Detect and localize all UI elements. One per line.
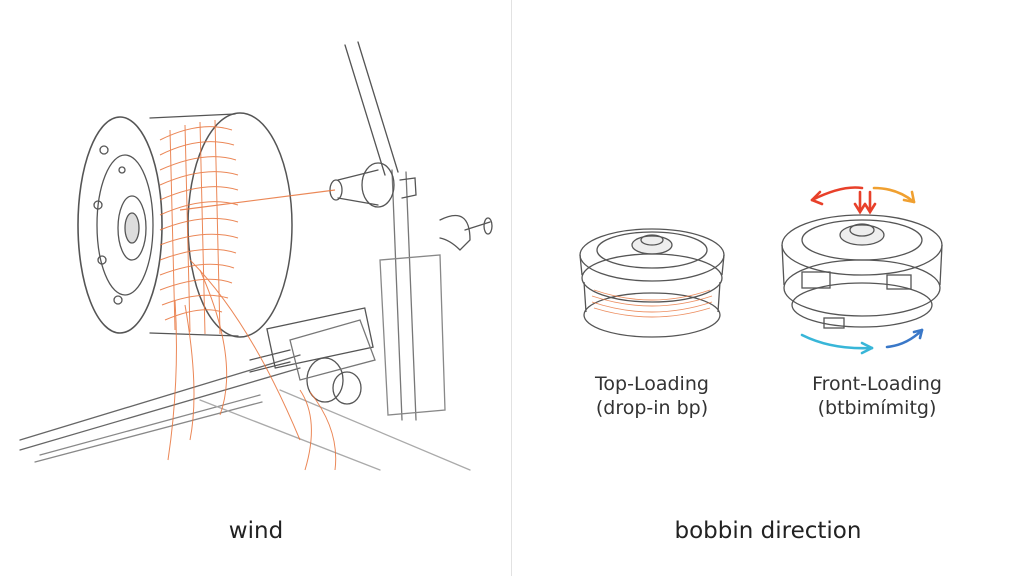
panel-divider xyxy=(511,0,512,576)
front-loading-label: Front-Loading (btbimímitg) xyxy=(792,372,962,420)
bobbin-winder-sketch xyxy=(19,41,493,471)
bobbin-direction-caption: bobbin direction xyxy=(674,518,862,544)
front-loading-bobbin-icon xyxy=(781,214,943,329)
winding-caption: wind xyxy=(228,518,284,544)
arrow-blue-icon xyxy=(885,328,924,349)
bobbin-types-sketch xyxy=(579,186,943,355)
front-loading-subtitle: (btbimímitg) xyxy=(817,397,937,419)
arrow-orange-icon xyxy=(872,186,916,204)
arrow-red-icon xyxy=(810,186,864,202)
top-loading-bobbin-icon xyxy=(579,228,725,338)
front-loading-title: Front-Loading xyxy=(812,373,942,395)
top-loading-label: Top-Loading (drop-in bp) xyxy=(572,372,732,420)
winding-panel: wind xyxy=(19,41,493,544)
bobbin-direction-panel: Top-Loading (drop-in bp) Front-Loading (… xyxy=(512,0,1024,576)
top-loading-title: Top-Loading xyxy=(595,373,709,395)
arrow-cyan-icon xyxy=(800,333,874,350)
top-loading-subtitle: (drop-in bp) xyxy=(595,397,709,419)
